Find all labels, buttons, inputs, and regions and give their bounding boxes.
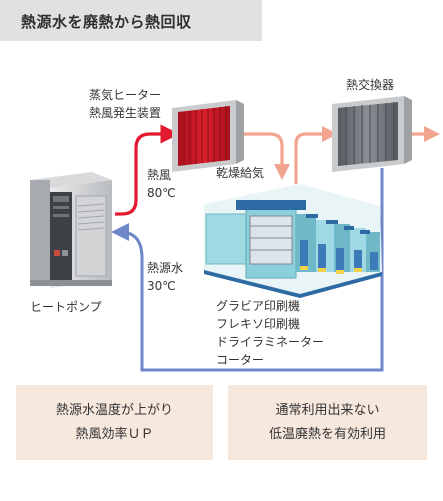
- heat-pump-label: ヒートポンプ: [30, 300, 102, 314]
- heat-pump-unit: [30, 172, 112, 288]
- machine-dry-laminator: ドライラミネーター: [216, 335, 325, 349]
- dry-air-arrow: [230, 132, 290, 180]
- heater-label-line-1: 蒸気ヒーター: [89, 88, 162, 102]
- machines-label: グラビア印刷機 フレキソ印刷機 ドライラミネーター コーター: [216, 297, 324, 369]
- heater-label: 蒸気ヒーター 熱風発生装置: [89, 86, 161, 122]
- hot-air-temp: 80℃: [147, 186, 176, 200]
- benefit-1-line-2: 熱風効率ＵＰ: [75, 426, 154, 442]
- heat-exchanger-unit: [332, 96, 412, 172]
- source-water-temp: 30℃: [147, 279, 176, 293]
- benefit-2-line-1: 通常利用出来ない: [275, 402, 380, 418]
- heater-unit: [172, 100, 244, 172]
- printing-machine: [204, 184, 382, 298]
- hot-air-label-line-1: 熱風: [147, 168, 172, 182]
- benefit-1-line-1: 熱源水温度が上がり: [55, 402, 173, 418]
- heater-label-line-2: 熱風発生装置: [89, 106, 162, 120]
- machine-flexo: フレキソ印刷機: [216, 317, 301, 331]
- benefit-2-line-2: 低温廃熱を有効利用: [268, 426, 386, 442]
- source-water-label: 熱源水 30℃: [147, 259, 183, 295]
- benefit-box-efficiency: 熱源水温度が上がり 熱風効率ＵＰ: [16, 385, 213, 460]
- header-bar: 熱源水を廃熱から熱回収: [0, 0, 262, 41]
- benefit-box-waste-heat: 通常利用出来ない 低温廃熱を有効利用: [228, 385, 427, 460]
- machine-gravure: グラビア印刷機: [216, 299, 301, 313]
- exchanger-label: 熱交換器: [346, 78, 395, 92]
- exhaust-up-arrow: [294, 126, 338, 184]
- hot-air-arrow: [115, 124, 180, 216]
- source-water-line: [111, 168, 384, 372]
- page-title: 熱源水を廃熱から熱回収: [21, 13, 192, 31]
- source-water-label-line-1: 熱源水: [147, 261, 184, 275]
- dry-air-label: 乾燥給気: [216, 166, 265, 180]
- hot-air-label: 熱風 80℃: [147, 166, 176, 202]
- machine-coater: コーター: [216, 353, 265, 367]
